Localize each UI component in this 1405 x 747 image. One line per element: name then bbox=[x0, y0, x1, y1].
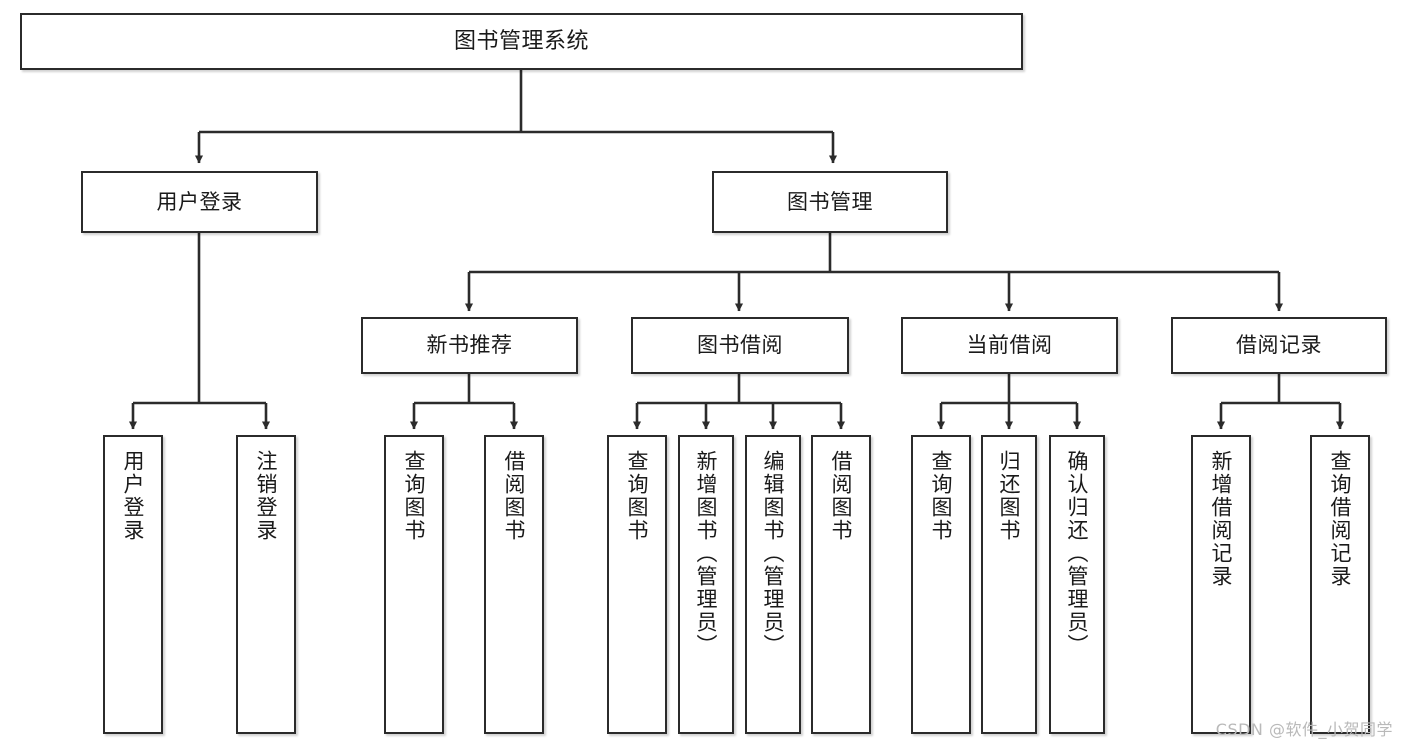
node-leaf-query-book-b[interactable]: 查询图书 bbox=[607, 435, 667, 734]
node-current-borrow[interactable]: 当前借阅 bbox=[901, 317, 1118, 374]
node-leaf-add-record-label: 新增借阅记录 bbox=[1209, 450, 1234, 588]
node-leaf-add-record[interactable]: 新增借阅记录 bbox=[1191, 435, 1251, 734]
node-leaf-return-book-label: 归还图书 bbox=[997, 450, 1022, 542]
node-leaf-logout-label: 注销登录 bbox=[254, 450, 279, 542]
node-leaf-query-book-a-label: 查询图书 bbox=[402, 450, 427, 542]
node-leaf-query-record[interactable]: 查询借阅记录 bbox=[1310, 435, 1370, 734]
node-leaf-return-book[interactable]: 归还图书 bbox=[981, 435, 1037, 734]
node-book-manage[interactable]: 图书管理 bbox=[712, 171, 948, 233]
node-leaf-add-book-label: 新增图书（管理员） bbox=[694, 450, 719, 657]
node-leaf-logout[interactable]: 注销登录 bbox=[236, 435, 296, 734]
node-leaf-user-login[interactable]: 用户登录 bbox=[103, 435, 163, 734]
node-leaf-query-book-a[interactable]: 查询图书 bbox=[384, 435, 444, 734]
node-borrow-record[interactable]: 借阅记录 bbox=[1171, 317, 1387, 374]
node-leaf-borrow-book-a[interactable]: 借阅图书 bbox=[484, 435, 544, 734]
node-leaf-edit-book-label: 编辑图书（管理员） bbox=[761, 450, 786, 657]
node-book-borrow[interactable]: 图书借阅 bbox=[631, 317, 849, 374]
node-leaf-query-book-c[interactable]: 查询图书 bbox=[911, 435, 971, 734]
node-root[interactable]: 图书管理系统 bbox=[20, 13, 1023, 70]
node-leaf-confirm-return[interactable]: 确认归还（管理员） bbox=[1049, 435, 1105, 734]
node-user-login-label: 用户登录 bbox=[156, 189, 243, 214]
node-current-borrow-label: 当前借阅 bbox=[966, 333, 1053, 358]
node-leaf-confirm-return-label: 确认归还（管理员） bbox=[1065, 450, 1090, 657]
node-leaf-borrow-book-a-label: 借阅图书 bbox=[502, 450, 527, 542]
node-leaf-edit-book[interactable]: 编辑图书（管理员） bbox=[745, 435, 801, 734]
node-leaf-query-record-label: 查询借阅记录 bbox=[1328, 450, 1353, 588]
node-leaf-query-book-b-label: 查询图书 bbox=[625, 450, 650, 542]
node-user-login[interactable]: 用户登录 bbox=[81, 171, 318, 233]
node-leaf-borrow-book-b-label: 借阅图书 bbox=[829, 450, 854, 542]
node-book-borrow-label: 图书借阅 bbox=[697, 333, 783, 358]
node-root-label: 图书管理系统 bbox=[453, 28, 589, 54]
node-new-book-recommend[interactable]: 新书推荐 bbox=[361, 317, 578, 374]
node-book-manage-label: 图书管理 bbox=[787, 189, 873, 214]
node-leaf-add-book[interactable]: 新增图书（管理员） bbox=[678, 435, 734, 734]
node-new-book-recommend-label: 新书推荐 bbox=[426, 333, 513, 358]
node-borrow-record-label: 借阅记录 bbox=[1236, 333, 1322, 358]
node-leaf-borrow-book-b[interactable]: 借阅图书 bbox=[811, 435, 871, 734]
node-leaf-user-login-label: 用户登录 bbox=[121, 450, 146, 542]
node-leaf-query-book-c-label: 查询图书 bbox=[929, 450, 954, 542]
